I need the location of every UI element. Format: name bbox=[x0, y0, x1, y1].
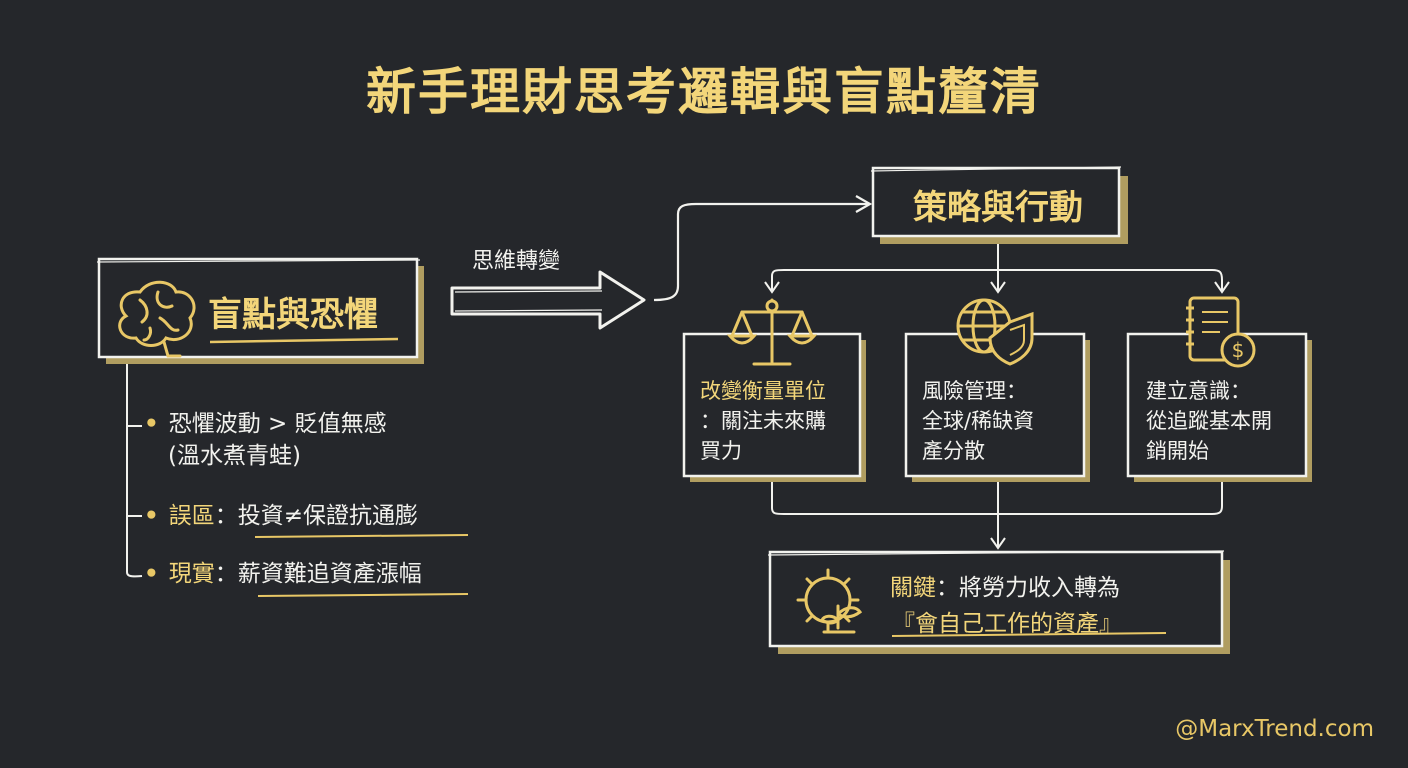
reality-underline bbox=[257, 593, 469, 597]
notebook-coin-icon: $ bbox=[1186, 296, 1256, 368]
gear-plant-icon bbox=[796, 568, 863, 634]
card-risk-line2: 全球/稀缺資 bbox=[922, 409, 1035, 433]
card-risk-line1: 風險管理： bbox=[922, 379, 1027, 403]
bullet-reality-sep: ： bbox=[214, 561, 238, 587]
card-awareness-line3: 銷開始 bbox=[1146, 439, 1209, 463]
card-risk bbox=[904, 332, 1090, 482]
globe-shield-icon bbox=[956, 298, 1034, 366]
card-risk-line3: 產分散 bbox=[922, 439, 985, 463]
strategy-branches bbox=[764, 244, 1230, 294]
card-measure-line1: 改變衡量單位 bbox=[700, 379, 826, 403]
bullet-myth-label: 誤區 bbox=[168, 503, 215, 529]
bullet-myth-sep: ： bbox=[214, 503, 238, 529]
shift-label: 思維轉變 bbox=[472, 249, 561, 274]
merge-lines bbox=[771, 482, 1223, 550]
page-title: 新手理財思考邏輯與盲點釐清 bbox=[366, 63, 1042, 121]
card-awareness-line1: 建立意識： bbox=[1146, 379, 1251, 403]
bullet-dot: • bbox=[144, 561, 159, 587]
bullet-reality: • 現實：薪資難追資產漲幅 bbox=[144, 558, 422, 590]
card-risk-text: 風險管理： 全球/稀缺資 產分散 bbox=[922, 376, 1034, 466]
brain-icon bbox=[118, 280, 196, 358]
bullet-myth-text: 投資≠保證抗通膨 bbox=[237, 503, 418, 529]
bullet-reality-label: 現實 bbox=[168, 561, 215, 587]
card-awareness-text: 建立意識： 從追蹤基本開 銷開始 bbox=[1146, 376, 1272, 466]
bullet-dot: • bbox=[144, 411, 159, 437]
card-measure-line2: ：關注未來購 bbox=[700, 409, 826, 433]
bullet-fear-line1: 恐懼波動 > 貶值無感 bbox=[168, 411, 387, 437]
bullet-reality-text: 薪資難追資產漲幅 bbox=[237, 561, 422, 587]
bullet-dot: • bbox=[144, 503, 159, 529]
myth-underline bbox=[254, 534, 469, 538]
bullet-fear-line2: (溫水煮青蛙) bbox=[168, 443, 301, 469]
card-measure-line3: 買力 bbox=[700, 439, 742, 463]
key-sep: ： bbox=[936, 575, 959, 601]
strategy-box bbox=[870, 166, 1128, 244]
connector-to-strategy bbox=[653, 195, 873, 302]
strategy-heading: 策略與行動 bbox=[913, 188, 1083, 228]
svg-text:$: $ bbox=[1232, 338, 1245, 362]
scale-icon bbox=[726, 298, 818, 366]
key-line1: 關鍵：將勞力收入轉為 bbox=[890, 568, 1120, 602]
card-measure-text: 改變衡量單位 ：關注未來購 買力 bbox=[700, 376, 826, 466]
bullet-myth: • 誤區：投資≠保證抗通膨 bbox=[144, 500, 418, 532]
blindspot-box bbox=[96, 257, 424, 364]
blindspot-heading: 盲點與恐懼 bbox=[208, 295, 378, 335]
key-line2: 『會自己工作的資產』 bbox=[892, 611, 1122, 637]
bullet-fear: • 恐懼波動 > 貶值無感 (溫水煮青蛙) bbox=[144, 408, 387, 472]
card-awareness-line2: 從追蹤基本開 bbox=[1146, 409, 1272, 433]
key-text: 將勞力收入轉為 bbox=[959, 575, 1120, 601]
key-box bbox=[767, 550, 1230, 654]
key-label: 關鍵 bbox=[890, 575, 936, 601]
bullet-bracket bbox=[126, 364, 143, 578]
shift-arrow bbox=[450, 270, 646, 330]
watermark: @MarxTrend.com bbox=[1175, 716, 1374, 742]
